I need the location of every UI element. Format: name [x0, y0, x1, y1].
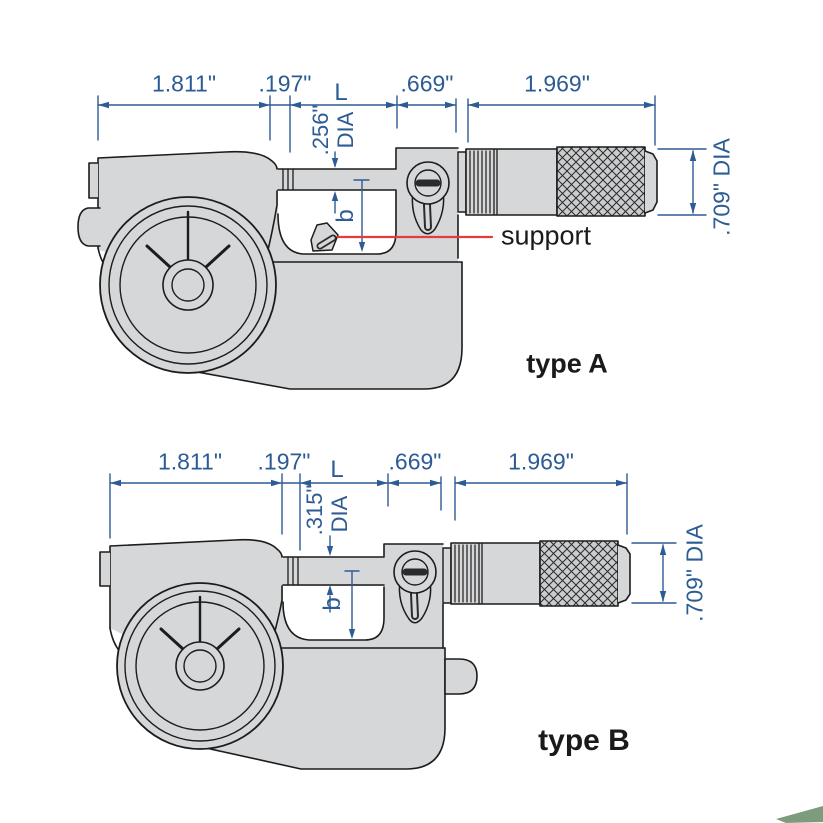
dim-label-spindle-dia-value-b: .315"	[302, 484, 327, 536]
dial-needle	[159, 595, 241, 691]
type-a-lock-lever	[406, 161, 450, 235]
type-b-side-knob	[444, 658, 478, 695]
type-b-title: type B	[538, 724, 630, 757]
dim-label-thimble-length-a: 1.969"	[524, 70, 590, 97]
type-a-end-cap	[644, 150, 658, 214]
dim-label-frame-b: .669"	[388, 448, 442, 475]
dim-label-b-b: b	[319, 597, 346, 611]
type-a-thimble	[457, 146, 658, 217]
dim-label-b-a: b	[332, 209, 359, 223]
dim-label-spindle-dia-word-b: DIA	[327, 495, 352, 533]
dial-needle	[145, 210, 231, 311]
dim-label-thimble-length-b: 1.969"	[508, 448, 574, 475]
type-b-dial-indicator	[116, 582, 284, 750]
dim-label-total-b: 1.811"	[157, 448, 223, 475]
type-a-drawing	[77, 95, 707, 390]
type-b-lock-lever	[393, 550, 437, 624]
corner-green-sliver	[776, 806, 823, 823]
type-b-ratchet-knurl	[539, 540, 619, 607]
dim-label-gap-a: .197"	[258, 70, 312, 97]
dim-label-l-b: L	[330, 456, 344, 483]
type-a-dimension-arrows	[98, 101, 697, 252]
dim-label-gap-b: .197"	[257, 448, 311, 475]
dim-label-spindle-dia-word-a: DIA	[333, 111, 358, 149]
dim-label-total-a: 1.811"	[151, 70, 217, 97]
type-a-spindle	[277, 168, 397, 191]
type-b-end-cap	[617, 544, 631, 604]
type-a-support-anvil	[310, 222, 339, 252]
dim-label-l-a: L	[334, 79, 348, 106]
dim-label-spindle-dia-value-a: .256"	[308, 104, 333, 156]
dim-label-thimble-dia-b: .709" DIA	[681, 524, 708, 622]
type-b-thimble	[442, 540, 631, 607]
dim-label-frame-a: .669"	[400, 70, 454, 97]
type-a-dial-indicator	[99, 196, 277, 374]
type-a-dimensions	[97, 95, 707, 250]
type-a-ratchet-knurl	[556, 146, 646, 217]
support-label: support	[500, 220, 592, 251]
type-b-drawing	[99, 473, 677, 770]
type-b-spindle	[282, 556, 385, 586]
type-b-dimension-arrows	[110, 479, 667, 639]
dim-label-thimble-dia-a: .709" DIA	[708, 138, 735, 236]
type-a-title: type A	[526, 348, 608, 379]
